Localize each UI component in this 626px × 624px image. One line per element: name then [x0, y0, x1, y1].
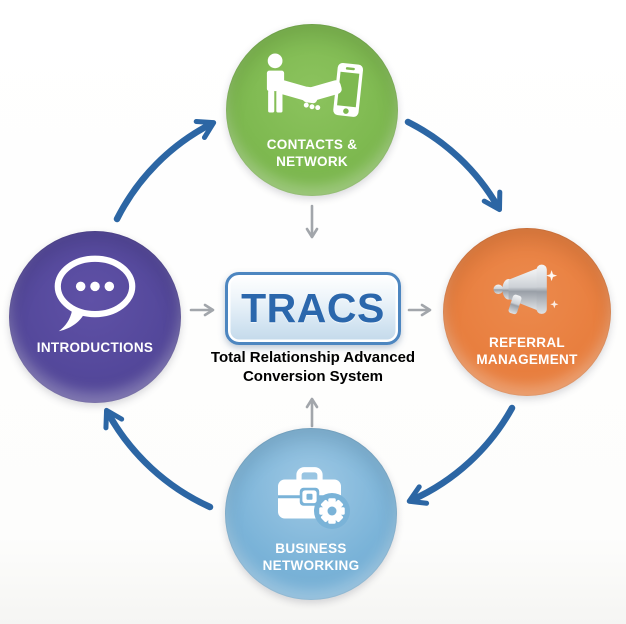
tracs-title: TRACS [241, 285, 385, 331]
label-line: NETWORK [276, 154, 348, 169]
subtitle-line: Total Relationship Advanced [210, 349, 416, 366]
node-label-introductions: INTRODUCTIONS [9, 339, 181, 356]
label-line: INTRODUCTIONS [36, 340, 154, 355]
label-line: BUSINESS [275, 541, 347, 556]
node-contacts-network: CONTACTS & NETWORK [226, 24, 398, 196]
briefcase-gear-icon [266, 452, 356, 540]
speech-bubble-icon [47, 251, 143, 339]
tracs-subtitle: Total Relationship Advanced Conversion S… [163, 348, 463, 386]
label-line: NETWORKING [262, 558, 360, 573]
node-label-referral-management: REFERRAL MANAGEMENT [443, 334, 611, 368]
label-line: MANAGEMENT [476, 352, 578, 367]
label-line: REFERRAL [489, 335, 565, 350]
flow-arrow-contacts-to-referral [404, 118, 503, 213]
megaphone-icon [486, 250, 568, 334]
flow-arrow-business-to-introductions [103, 407, 214, 511]
flow-arrow-referral-to-business [406, 404, 516, 506]
label-line: CONTACTS & [266, 137, 358, 152]
flow-arrow-introductions-to-contacts [113, 119, 217, 223]
subtitle-line: Conversion System [242, 368, 384, 385]
node-referral-management: REFERRAL MANAGEMENT [443, 228, 611, 396]
node-business-networking: BUSINESS NETWORKING [225, 428, 397, 600]
node-introductions: INTRODUCTIONS [9, 231, 181, 403]
tracs-center-box: TRACS [225, 272, 401, 345]
node-label-business-networking: BUSINESS NETWORKING [225, 540, 397, 574]
person-handshake-phone-icon [257, 48, 367, 136]
node-label-contacts-network: CONTACTS & NETWORK [226, 136, 398, 170]
